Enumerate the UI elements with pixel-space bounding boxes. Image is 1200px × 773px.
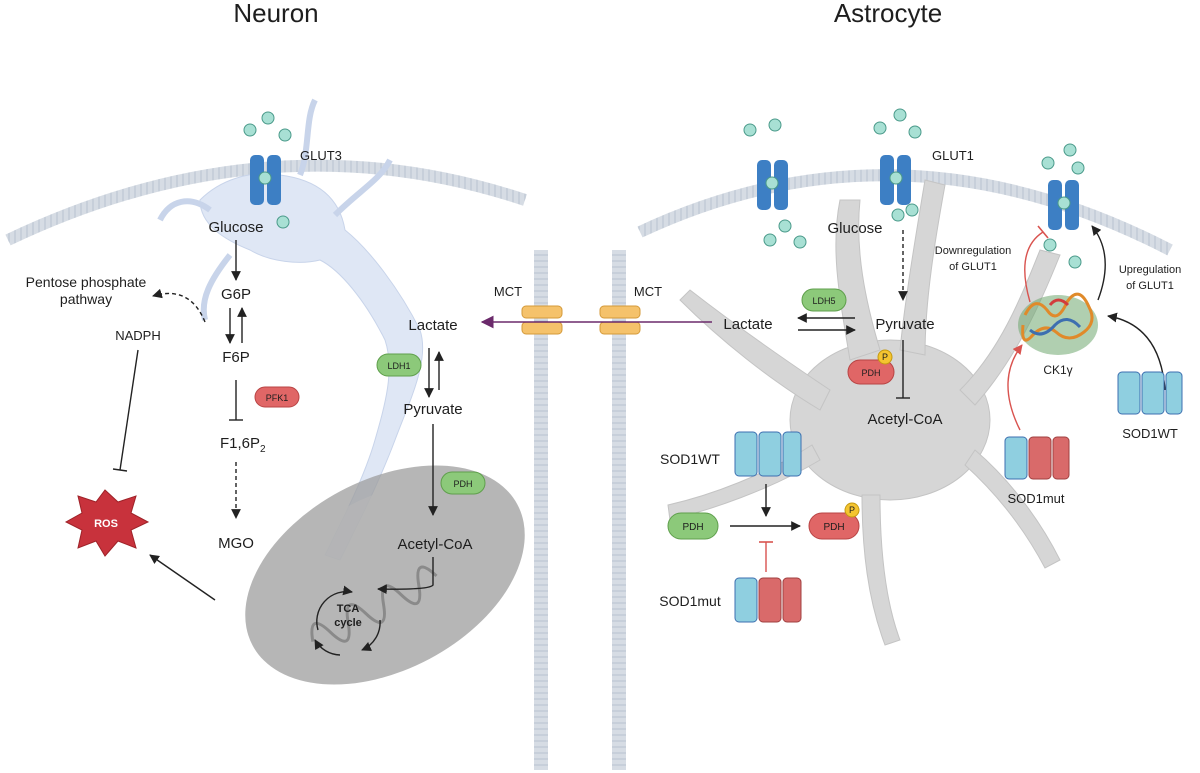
pdh-right-enzyme — [808, 512, 860, 540]
sod1mut-right-icon — [1004, 436, 1070, 480]
ppp-label-line2: pathway — [60, 291, 112, 307]
sod1mut-left-label: SOD1mut — [659, 593, 721, 609]
downreg-inhibit-bar — [1037, 225, 1049, 239]
mct-transporter-neuron — [521, 305, 563, 335]
neuron-acetylcoa-label: Acetyl-CoA — [397, 536, 472, 553]
sod1mut-right-label: SOD1mut — [1007, 491, 1064, 506]
sod1wt-left-icon — [734, 431, 802, 477]
astro-phospho-pdh-label: PDH — [861, 368, 880, 378]
sod1wt-right-label: SOD1WT — [1122, 426, 1178, 441]
neuron-pyruvate-label: Pyruvate — [403, 401, 462, 418]
pdh-right-phospho-badge — [844, 502, 860, 518]
tca-cycle-arrows — [314, 585, 381, 656]
nadph-inhibits-ros — [119, 349, 139, 471]
ros-label: ROS — [94, 518, 118, 530]
downreg-label-line2: of GLUT1 — [949, 261, 997, 273]
pdh-left-label: PDH — [682, 522, 703, 533]
mitochondrion — [245, 465, 525, 685]
pdh-left-enzyme — [667, 512, 719, 540]
glut3-label: GLUT3 — [300, 148, 342, 163]
ldh5-enzyme — [801, 288, 847, 312]
upreg-arrow — [1091, 225, 1106, 301]
glut1-transporter-left — [757, 160, 788, 210]
mct-label-left: MCT — [494, 284, 522, 299]
nadph-inhibit-bar — [112, 468, 128, 472]
ppp-label-line1: Pentose phosphate — [26, 274, 147, 290]
upreg-label-line1: Upregulation — [1119, 264, 1181, 276]
pdh-right-phospho-label: P — [849, 505, 855, 515]
pfk1-label: PFK1 — [266, 393, 289, 403]
ck1-protein-icon — [1018, 292, 1098, 355]
neuron-lactate-label: Lactate — [408, 317, 457, 334]
neuron-title: Neuron — [233, 0, 318, 28]
f16p2-label: F1,6P2 — [220, 435, 266, 455]
astrocyte-cell-shape — [667, 179, 1061, 646]
pfk1-enzyme — [254, 386, 300, 408]
mito-to-ros-arrow — [149, 554, 216, 601]
sod1mut-to-ck1-arrow — [1007, 344, 1023, 431]
nadph-label: NADPH — [115, 328, 161, 343]
astro-glucose-label: Glucose — [827, 220, 882, 237]
g6p-label: G6P — [221, 286, 251, 303]
glut1-label: GLUT1 — [932, 148, 974, 163]
g6p-to-ppp-arrow — [152, 288, 206, 323]
ck1-label: CK1γ — [1043, 363, 1072, 377]
upreg-label-line2: of GLUT1 — [1126, 280, 1174, 292]
sod1wt-right-icon — [1117, 371, 1183, 415]
glut1-transporter-center — [880, 155, 911, 205]
sod1mut-left-icon — [734, 577, 802, 623]
astro-phospho-label: P — [882, 352, 888, 362]
downreg-label-line1: Downregulation — [935, 245, 1011, 257]
acetylcoa-to-tca-arrow — [377, 557, 434, 595]
astrocyte-title: Astrocyte — [834, 0, 942, 28]
neuron-synaptic-membrane — [534, 250, 548, 770]
glut3-transporter — [250, 155, 281, 205]
ldh1-label: LDH1 — [387, 361, 410, 371]
astro-acetylcoa-label: Acetyl-CoA — [867, 411, 942, 428]
f6p-label: F6P — [222, 349, 250, 366]
mct-label-right: MCT — [634, 284, 662, 299]
astro-phospho-badge — [877, 349, 893, 365]
ldh1-enzyme — [376, 353, 422, 377]
glut1-transporter-right — [1048, 180, 1079, 230]
tca-label-line2: cycle — [334, 617, 362, 629]
pdh-right-label: PDH — [823, 522, 844, 533]
astrocyte-synaptic-membrane — [612, 250, 626, 770]
tca-label-line1: TCA — [337, 603, 360, 615]
astro-lactate-label: Lactate — [723, 316, 772, 333]
neuron-pdh-enzyme — [440, 471, 486, 495]
astro-phospho-pdh-enzyme — [847, 359, 895, 385]
ldh5-label: LDH5 — [812, 296, 835, 306]
f16p2-sub: 2 — [260, 444, 266, 455]
neuron-glucose-label: Glucose — [208, 219, 263, 236]
f16p2-main: F1,6P — [220, 435, 260, 452]
sod1wt-left-label: SOD1WT — [660, 451, 720, 467]
downreg-inhibit-line — [1024, 231, 1044, 303]
mgo-label: MGO — [218, 535, 254, 552]
neuron-pdh-label: PDH — [453, 479, 472, 489]
ros-burst-icon — [64, 489, 150, 557]
glucose-molecules — [243, 108, 1085, 269]
astro-pyruvate-label: Pyruvate — [875, 316, 934, 333]
